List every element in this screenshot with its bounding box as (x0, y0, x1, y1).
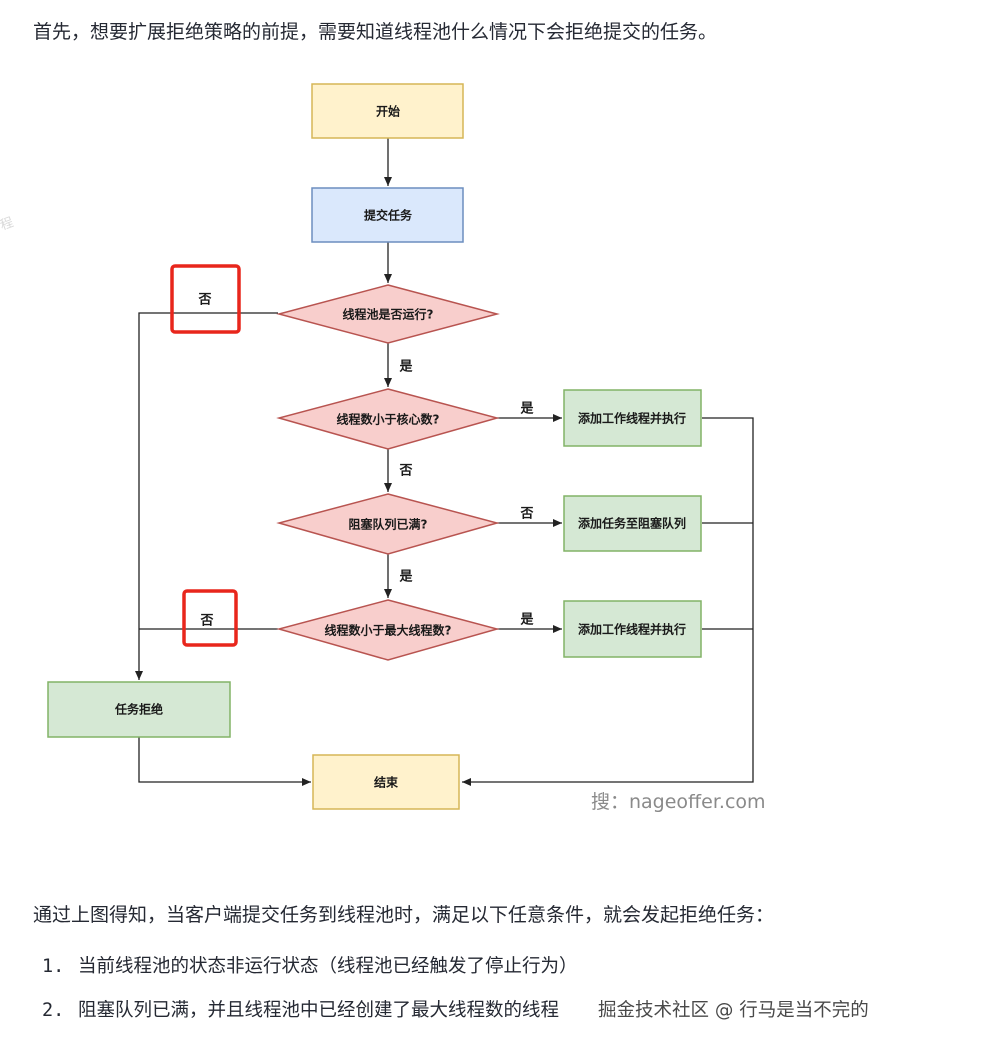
add-to-queue-node (563, 495, 702, 552)
highlight-box-max-no (182, 589, 238, 647)
start-node (311, 83, 464, 139)
edge-label-running-yes: 是 (398, 360, 413, 375)
decision-core (276, 388, 500, 450)
start-label: 开始 (376, 104, 400, 119)
add-worker-node-1 (563, 389, 702, 447)
edge-label-max-no: 否 (199, 614, 213, 629)
reject-task-label: 任务拒绝 (114, 702, 163, 717)
submit-task-node (311, 187, 464, 243)
decision-core-label: 线程数小于核心数? (337, 412, 440, 427)
add-worker-label-1: 添加工作线程并执行 (578, 411, 686, 426)
submit-task-label: 提交任务 (364, 208, 413, 223)
decision-max-label: 线程数小于最大线程数? (325, 623, 452, 638)
end-node (312, 754, 460, 810)
add-to-queue-label: 添加任务至阻塞队列 (578, 516, 686, 531)
intro-paragraph: 首先，想要扩展拒绝策略的前提，需要知道线程池什么情况下会拒绝提交的任务。 (33, 21, 718, 43)
edge-label-core-no: 否 (398, 464, 412, 479)
highlight-box-running-no (170, 264, 241, 334)
flow-edges (135, 138, 754, 786)
list-item-text: 当前线程池的状态非运行状态（线程池已经触发了停止行为） (78, 956, 578, 977)
decision-running (276, 284, 500, 344)
edge-label-running-no: 否 (197, 293, 211, 308)
list-item: 2. 阻塞队列已满，并且线程池中已经创建了最大线程数的线程 (42, 998, 559, 1024)
decision-queue-full-label: 阻塞队列已满? (349, 517, 428, 532)
reject-task-node (47, 681, 231, 738)
list-item-number: 2. (42, 1000, 65, 1021)
edge-label-max-yes: 是 (519, 613, 534, 628)
decision-queue-full (276, 493, 500, 555)
edge-label-queue-no: 否 (519, 507, 533, 522)
decision-running-label: 线程池是否运行? (343, 307, 434, 322)
thread-pool-reject-flowchart: 程 开始 提交任务 线程池是否运行? 线程数小于核心数? 阻塞队列已满? 线程数… (0, 83, 766, 813)
add-worker-node-2 (563, 600, 702, 658)
edge-label-core-yes: 是 (519, 402, 534, 417)
list-item-text: 阻塞队列已满，并且线程池中已经创建了最大线程数的线程 (78, 1000, 560, 1021)
list-item-number: 1. (42, 956, 65, 977)
decision-max (276, 599, 500, 661)
conclusion-paragraph: 通过上图得知，当客户端提交任务到线程池时，满足以下任意条件，就会发起拒绝任务： (33, 904, 775, 926)
ghost-watermark: 程 (0, 215, 16, 234)
edge-label-queue-yes: 是 (398, 570, 413, 585)
site-watermark: 掘金技术社区 @ 行马是当不完的 (598, 1000, 869, 1021)
end-label: 结束 (374, 775, 399, 790)
list-item: 1. 当前线程池的状态非运行状态（线程池已经触发了停止行为） (42, 954, 578, 980)
add-worker-label-2: 添加工作线程并执行 (578, 622, 686, 637)
source-credit: 搜：nageoffer.com (591, 791, 766, 813)
